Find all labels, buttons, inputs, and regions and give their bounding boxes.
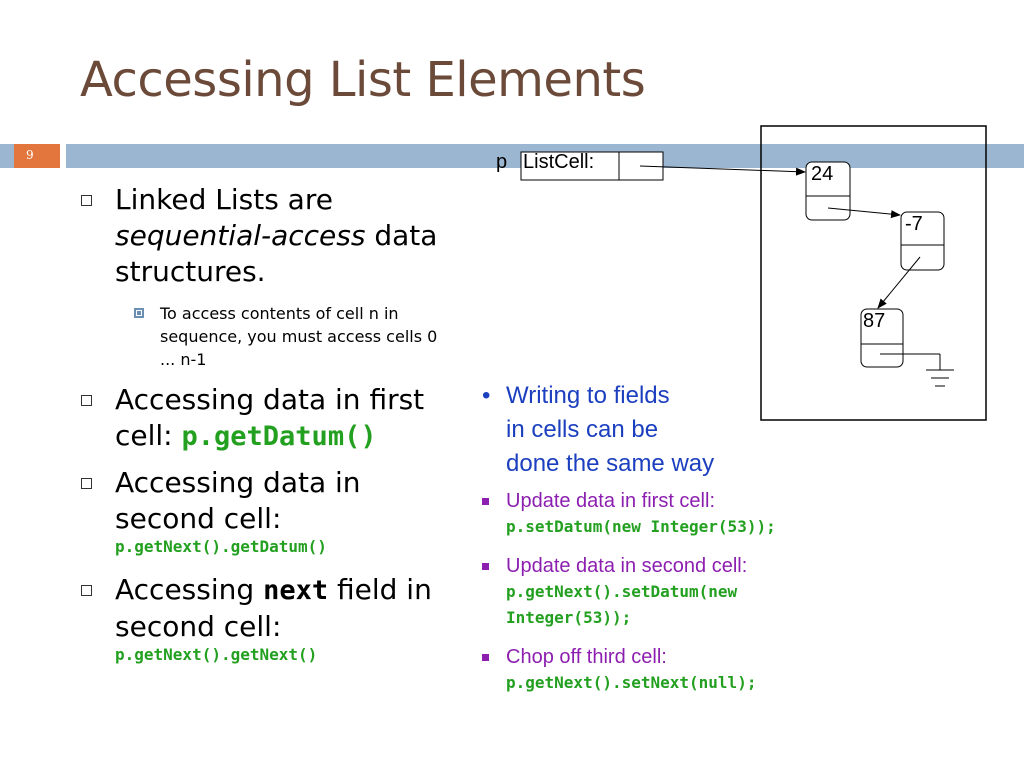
bullet-linked-lists: Linked Lists are sequential-access data … bbox=[81, 182, 485, 290]
pointer-arrow bbox=[639, 165, 806, 176]
list-cell bbox=[900, 211, 945, 271]
writing-line: Writing to fields bbox=[506, 382, 670, 409]
bullet-marker bbox=[81, 478, 92, 489]
chop-code: p.getNext().setNext(null); bbox=[506, 673, 757, 692]
variable-box bbox=[520, 151, 664, 181]
cell-value-label: -7 bbox=[905, 213, 923, 235]
sub-bullet-access-contents: To access contents of cell n in sequence… bbox=[134, 302, 485, 371]
bullet-text: cell: p.getDatum() bbox=[115, 419, 377, 452]
heap-frame bbox=[760, 125, 987, 421]
list-cell bbox=[860, 308, 904, 368]
code-get-datum: p.getDatum() bbox=[181, 421, 377, 452]
variable-name-label: p bbox=[496, 151, 508, 173]
update-label: Update data in first cell: bbox=[506, 490, 715, 512]
update-label: Update data in second cell: bbox=[506, 555, 748, 577]
page-number-badge: 9 bbox=[14, 144, 60, 168]
update-code: p.setDatum(new Integer(53)); bbox=[506, 517, 776, 536]
page-number: 9 bbox=[26, 148, 34, 162]
purple-square-marker bbox=[482, 654, 489, 661]
null-ground-icon bbox=[880, 353, 954, 387]
code-next: next bbox=[263, 575, 329, 606]
bullet-text: Accessing data in first bbox=[115, 383, 425, 416]
update-second-cell: Update data in second cell: p.getNext().… bbox=[482, 553, 926, 631]
code-get-next-get-next: p.getNext().getNext() bbox=[115, 645, 318, 664]
slide-title: Accessing List Elements bbox=[80, 52, 646, 108]
bullet-text: sequential-access data bbox=[115, 219, 438, 252]
code-get-next-get-datum: p.getNext().getDatum() bbox=[115, 537, 327, 556]
bullet-marker bbox=[81, 395, 92, 406]
bullet-text: second cell: bbox=[115, 502, 282, 535]
purple-square-marker bbox=[482, 498, 489, 505]
update-code: Integer(53)); bbox=[506, 608, 632, 627]
sub-bullet-marker bbox=[134, 308, 144, 318]
chop-third-cell: Chop off third cell: p.getNext().setNext… bbox=[482, 644, 926, 696]
update-code: p.getNext().setDatum(new bbox=[506, 582, 738, 601]
pointer-arrow bbox=[827, 207, 901, 219]
cell-value-label: 24 bbox=[811, 163, 834, 185]
bullet-marker bbox=[81, 585, 92, 596]
sub-bullet-text: To access contents of cell n in bbox=[160, 304, 399, 323]
writing-fields-note: • Writing to fields in cells can be done… bbox=[482, 379, 806, 481]
bullet-text: second cell: bbox=[115, 610, 282, 643]
bullet-text: Accessing next field in bbox=[115, 573, 432, 606]
bullet-text: Linked Lists are bbox=[115, 183, 333, 216]
bullet-marker bbox=[81, 195, 92, 206]
bullet-next-field: Accessing next field in second cell: p.g… bbox=[81, 572, 485, 665]
variable-type-label: ListCell: bbox=[523, 151, 595, 173]
blue-bullet-dot: • bbox=[482, 382, 491, 409]
pointer-arrow bbox=[877, 256, 921, 309]
update-first-cell: Update data in first cell: p.setDatum(ne… bbox=[482, 488, 926, 540]
purple-square-marker bbox=[482, 563, 489, 570]
cell-value-label: 87 bbox=[863, 310, 886, 332]
header-band-left bbox=[0, 144, 14, 168]
writing-line: done the same way bbox=[506, 450, 715, 477]
bullet-text: structures. bbox=[115, 255, 266, 288]
list-cell bbox=[805, 161, 851, 221]
sub-bullet-text: sequence, you must access cells 0 bbox=[160, 327, 438, 346]
sub-bullet-text: ... n-1 bbox=[160, 350, 207, 369]
bullet-second-cell: Accessing data in second cell: p.getNext… bbox=[81, 465, 485, 557]
chop-label: Chop off third cell: bbox=[506, 646, 667, 668]
writing-line: in cells can be bbox=[506, 416, 659, 443]
bullet-first-cell: Accessing data in first cell: p.getDatum… bbox=[81, 382, 485, 455]
bullet-text: Accessing data in bbox=[115, 466, 361, 499]
